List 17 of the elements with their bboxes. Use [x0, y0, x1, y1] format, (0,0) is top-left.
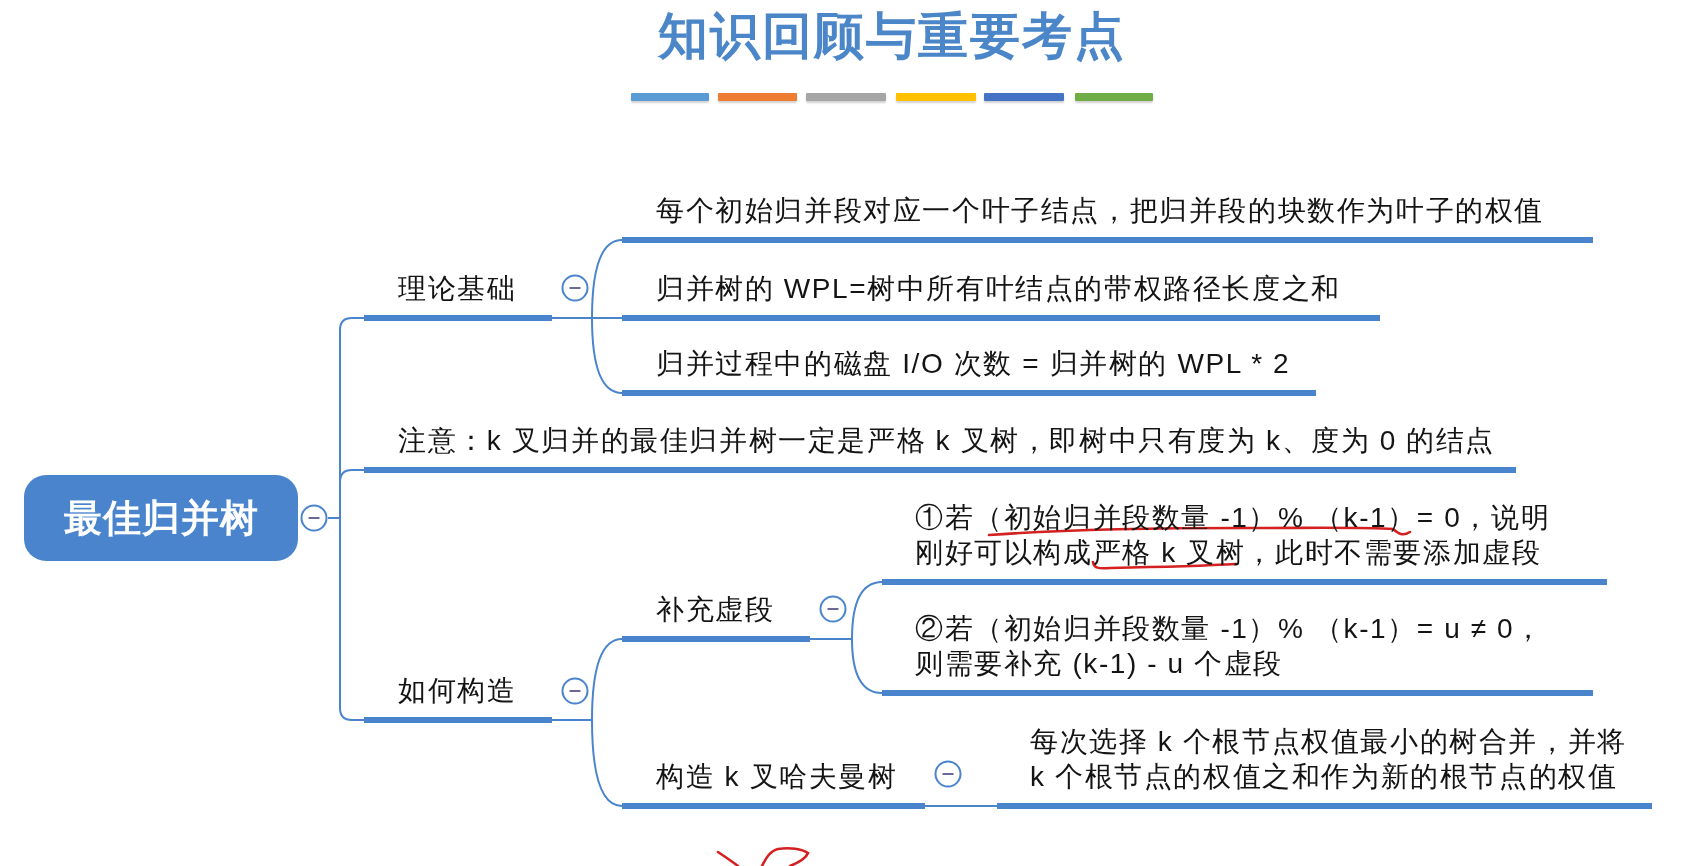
page-title: 知识回顾与重要考点 [658, 7, 1126, 66]
connector-line [551, 317, 623, 394]
topic-label: 每个初始归并段对应一个叶子结点，把归并段的块数作为叶子的权值 [656, 194, 1544, 228]
topic-label: 每次选择 k 个根节点权值最小的树合并，并将 k 个根节点的权值之和作为新的根节点的权值 [1030, 725, 1628, 794]
topic-label: ②若（初始归并段数量 -1）% （k-1）= u ≠ 0，则需要补充 (k-1) - u 个虚段 [915, 612, 1545, 681]
connector-line [551, 719, 623, 807]
topic-label: 归并树的 WPL=树中所有叶结点的带权路径长度之和 [656, 272, 1341, 306]
connector-line [809, 638, 883, 694]
topic-label: 构造 k 叉哈夫曼树 [656, 760, 898, 794]
topic-label: 理论基础 [398, 272, 517, 306]
topic-label: 注意：k 叉归并的最佳归并树一定是严格 k 叉树，即树中只有度为 k、度为 0 的结点 [398, 424, 1496, 458]
topic-label: 如何构造 [398, 674, 517, 708]
connector-line [327, 517, 365, 721]
topic-label: 补充虚段 [656, 593, 775, 627]
connector-line [924, 805, 998, 807]
root-topic-box: 最佳归并树 [24, 475, 298, 561]
topic-label: 归并过程中的磁盘 I/O 次数 = 归并树的 WPL * 2 [656, 347, 1291, 381]
